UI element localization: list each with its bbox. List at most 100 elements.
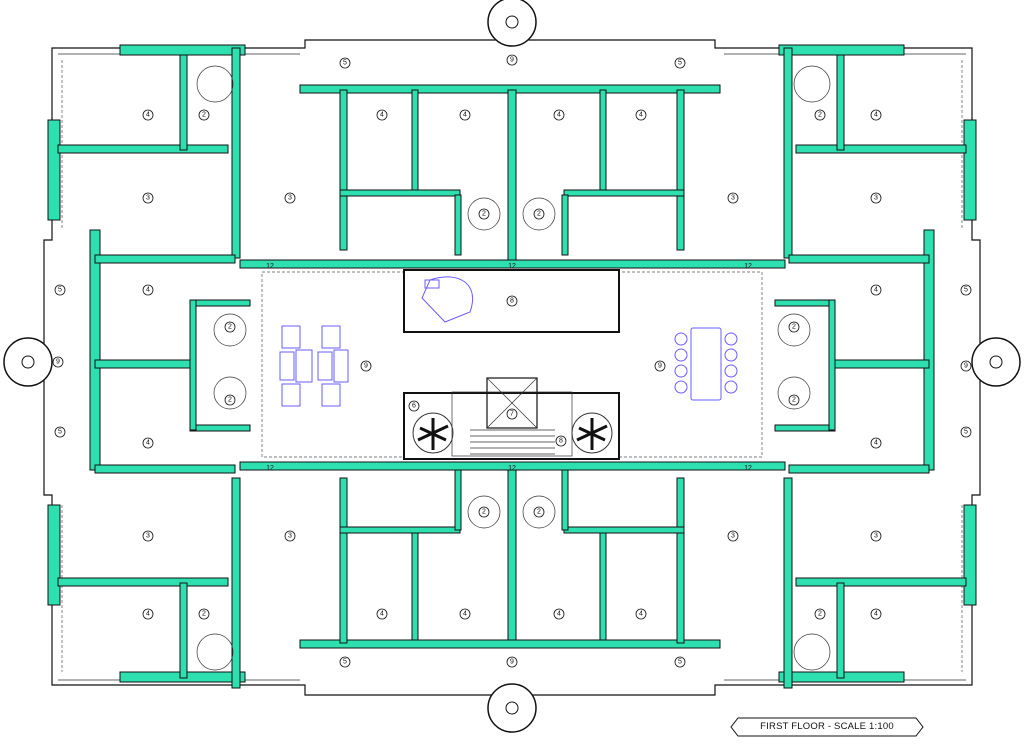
room-tag: 3	[284, 530, 296, 542]
room-tag: 3	[284, 192, 296, 204]
room-tag-label: 4	[639, 112, 643, 119]
room-tag: 2	[224, 321, 236, 333]
room-tag-label: 2	[792, 397, 796, 404]
room-tag: 2	[814, 109, 826, 121]
table-icon	[674, 327, 738, 401]
room-tag-label: 3	[731, 533, 735, 540]
walls	[47, 44, 977, 689]
room-tag: 5	[674, 656, 686, 668]
room-tag-label: 3	[874, 195, 878, 202]
room-tag-label: 3	[874, 533, 878, 540]
room-tag: 9	[960, 360, 972, 372]
room-tag-label: 6	[412, 403, 416, 410]
room-tag: 4	[635, 109, 647, 121]
room-tag: 3	[870, 192, 882, 204]
room-tag: 3	[142, 192, 154, 204]
room-tag-label: 4	[380, 611, 384, 618]
room-tag-label: 2	[202, 112, 206, 119]
room-tag-label: 2	[482, 211, 486, 218]
room-tags: 5 9 5 2 4 4 4 4 4 2 4 3 3 2 2 3 3 4 2 8 2 4 5 9 9 9 9 5 2 6 7 8 2 4 4 5 5 2 2 3…	[52, 54, 972, 668]
room-tag-label: 4	[463, 112, 467, 119]
room-tag: 5	[54, 284, 66, 296]
room-tag-label: 9	[56, 359, 60, 366]
dimension-label: 12	[744, 263, 752, 270]
tree-icon	[412, 412, 613, 454]
room-tag: 5	[960, 426, 972, 438]
room-tag: 9	[360, 360, 372, 372]
room-tag: 2	[788, 321, 800, 333]
room-tag: 9	[506, 54, 518, 66]
room-tag-label: 8	[559, 438, 563, 445]
room-tag-label: 2	[818, 611, 822, 618]
dimension-label: 12	[508, 263, 516, 270]
dimension-label: 12	[508, 465, 516, 472]
piano-icon	[421, 276, 474, 323]
room-tag-label: 4	[146, 112, 150, 119]
room-tag-label: 4	[146, 440, 150, 447]
room-tag-label: 4	[874, 112, 878, 119]
room-tag: 2	[788, 394, 800, 406]
room-tag: 9	[506, 656, 518, 668]
room-tag-label: 3	[288, 533, 292, 540]
room-tag: 2	[478, 208, 490, 220]
room-tag: 6	[408, 400, 420, 412]
room-tag-label: 5	[58, 287, 62, 294]
room-tag-label: 4	[874, 611, 878, 618]
spiral-stair-icon	[3, 0, 1021, 733]
title-frame	[730, 717, 924, 737]
room-tag: 8	[555, 435, 567, 447]
room-tag-label: 3	[288, 195, 292, 202]
room-tag: 4	[142, 437, 154, 449]
room-tag-label: 2	[482, 509, 486, 516]
plan-title: FIRST FLOOR - SCALE 1:100	[760, 721, 894, 732]
room-tag-label: 5	[964, 287, 968, 294]
room-tag: 4	[870, 284, 882, 296]
room-tag: 2	[224, 394, 236, 406]
room-tag: 4	[459, 109, 471, 121]
room-tag-label: 4	[463, 611, 467, 618]
room-tag: 3	[727, 192, 739, 204]
room-tag: 3	[727, 530, 739, 542]
room-tag-label: 2	[537, 509, 541, 516]
room-tag-label: 4	[874, 287, 878, 294]
room-tag: 4	[553, 608, 565, 620]
room-tag-label: 5	[678, 659, 682, 666]
room-tag: 4	[870, 437, 882, 449]
room-tag: 9	[654, 360, 666, 372]
room-tag: 8	[506, 295, 518, 307]
room-tag: 3	[142, 530, 154, 542]
room-tag: 2	[478, 506, 490, 518]
room-tag-label: 5	[343, 60, 347, 67]
room-tag-label: 2	[818, 112, 822, 119]
room-tag: 4	[142, 284, 154, 296]
room-tag-label: 2	[537, 211, 541, 218]
room-tag-label: 2	[228, 397, 232, 404]
room-tag-label: 2	[228, 324, 232, 331]
room-tag-label: 5	[58, 429, 62, 436]
sofa-icon	[279, 325, 349, 407]
room-tag: 4	[142, 608, 154, 620]
room-tag: 2	[198, 608, 210, 620]
room-tag-label: 4	[557, 112, 561, 119]
title-block: FIRST FLOOR - SCALE 1:100	[730, 717, 924, 737]
toilet-icon	[196, 65, 831, 671]
room-tag: 7	[506, 408, 518, 420]
room-tag: 2	[814, 608, 826, 620]
room-tag: 4	[376, 608, 388, 620]
room-tag-label: 4	[639, 611, 643, 618]
room-tag: 5	[339, 57, 351, 69]
room-tag: 4	[870, 109, 882, 121]
room-tag-label: 3	[146, 533, 150, 540]
room-tag: 5	[54, 426, 66, 438]
room-tag-label: 7	[510, 411, 514, 418]
room-tag-label: 8	[510, 298, 514, 305]
room-tag: 4	[459, 608, 471, 620]
room-tag-label: 4	[146, 611, 150, 618]
room-tag-label: 5	[678, 60, 682, 67]
room-tag: 4	[870, 608, 882, 620]
room-tag-label: 9	[510, 659, 514, 666]
room-tag: 5	[674, 57, 686, 69]
room-tag-label: 9	[364, 363, 368, 370]
room-tag: 4	[376, 109, 388, 121]
room-tag-label: 5	[343, 659, 347, 666]
